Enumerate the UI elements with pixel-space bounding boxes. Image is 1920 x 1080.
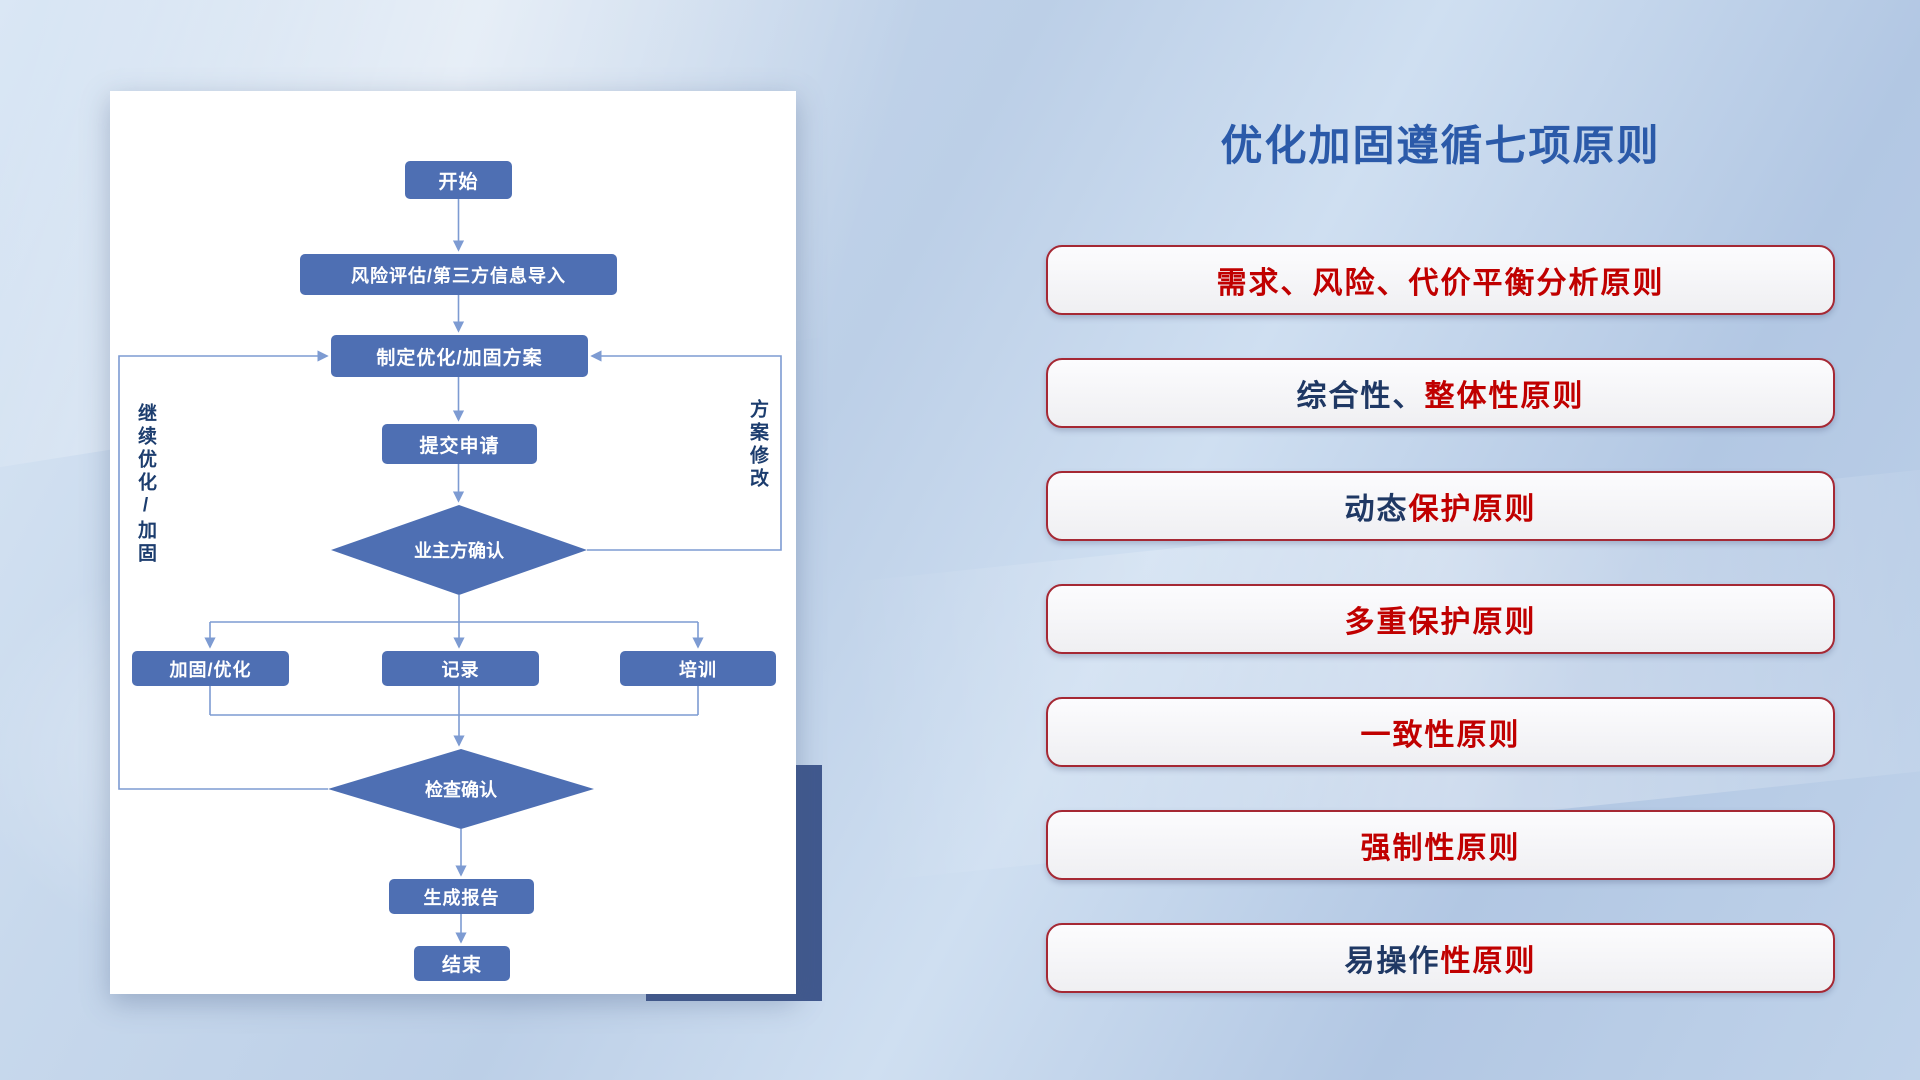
principle-item: 一致性原则 [1046,697,1835,767]
flow-node-risk-import: 风险评估/第三方信息导入 [300,254,617,295]
principles-list: 需求、风险、代价平衡分析原则综合性、整体性原则动态保护原则多重保护原则一致性原则… [1046,245,1835,993]
principle-text-segment: 强制性原则 [1360,832,1521,865]
loop-label-continue-optimize: 继续优化/加固 [135,403,156,566]
loop-label-plan-revise: 方案修改 [747,399,768,491]
principle-text-segment: 需求、风险、代价平衡分析原则 [1216,267,1665,300]
principle-item: 综合性、整体性原则 [1046,358,1835,428]
principle-text-segment: 整体性原则 [1424,380,1585,413]
page-title: 优化加固遵循七项原则 [1220,122,1661,169]
flow-node-training: 培训 [620,651,776,686]
flow-node-record: 记录 [382,651,539,686]
flow-node-submit: 提交申请 [382,424,537,464]
flow-node-report: 生成报告 [389,879,534,914]
principle-item: 动态保护原则 [1046,471,1835,541]
principle-text-segment: 性原则 [1440,945,1537,978]
principle-text-segment: 保护原则 [1408,493,1537,526]
flow-node-owner-confirm: 业主方确认 [414,541,504,561]
principle-text-segment: 一致性原则 [1360,719,1521,752]
principle-text-segment: 综合性、 [1296,380,1425,413]
flow-node-plan: 制定优化/加固方案 [331,335,588,377]
principle-text-segment: 易操作 [1344,945,1441,978]
flow-node-end: 结束 [414,946,510,981]
principle-item: 强制性原则 [1046,810,1835,880]
flowchart-card: 开始 风险评估/第三方信息导入 制定优化/加固方案 提交申请 业主方确认 加固/… [110,91,796,994]
flow-node-reinforce: 加固/优化 [132,651,289,686]
flow-node-start: 开始 [405,161,512,199]
principle-item: 多重保护原则 [1046,584,1835,654]
principle-text-segment: 动态 [1344,493,1409,526]
flow-node-check-confirm: 检查确认 [425,780,497,800]
principle-item: 需求、风险、代价平衡分析原则 [1046,245,1835,315]
principle-item: 易操作性原则 [1046,923,1835,993]
principle-text-segment: 多重保护原则 [1344,606,1537,639]
